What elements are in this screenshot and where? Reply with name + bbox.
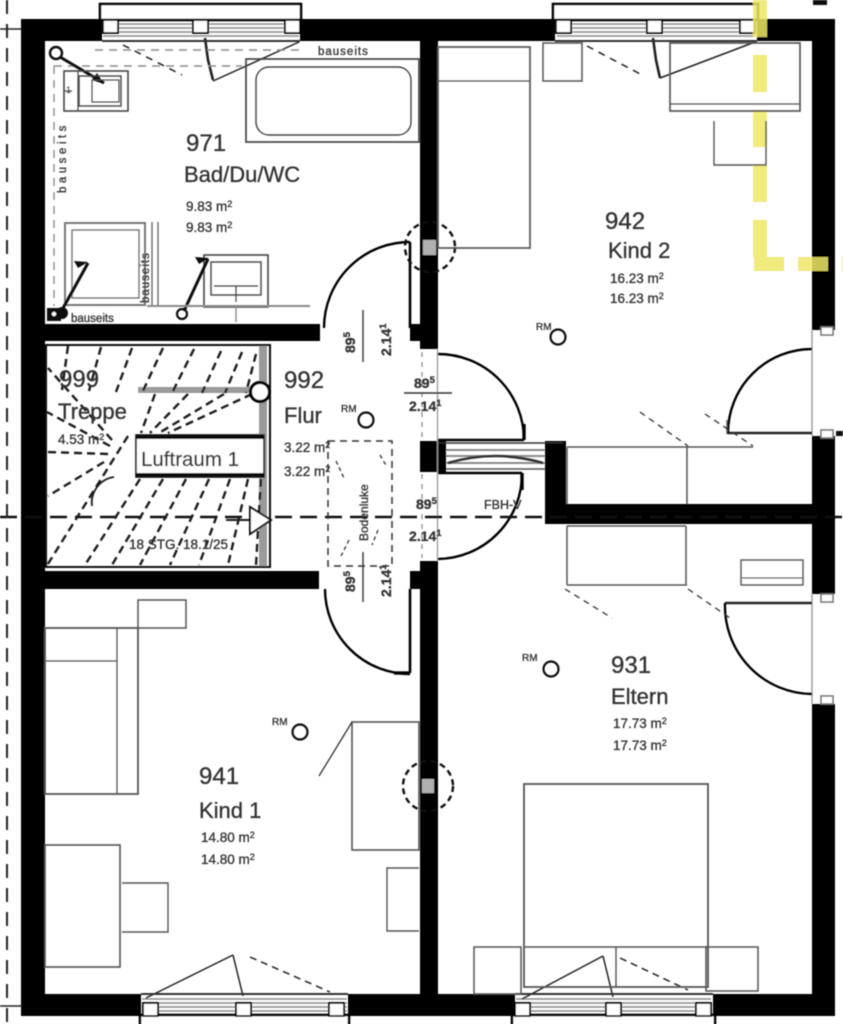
svg-text:3.22 m2: 3.22 m2 [284,440,330,455]
svg-text:16.23 m2: 16.23 m2 [610,271,664,286]
svg-text:17.73 m2: 17.73 m2 [613,738,667,753]
svg-text:9.83 m2: 9.83 m2 [186,199,232,214]
svg-text:RM: RM [341,404,357,415]
svg-text:16.23 m2: 16.23 m2 [610,291,664,306]
svg-text:Treppe: Treppe [58,399,127,424]
svg-text:Bodenluke: Bodenluke [357,484,371,541]
svg-text:14.80 m2: 14.80 m2 [201,852,255,867]
svg-text:bauseits: bauseits [71,313,114,325]
svg-text:Kind 1: Kind 1 [199,798,261,823]
svg-text:941: 941 [199,763,239,790]
svg-text:18 STG. 18.1/25: 18 STG. 18.1/25 [129,537,228,552]
svg-text:4.53 m2: 4.53 m2 [58,432,104,447]
svg-text:bauseits: bauseits [57,122,69,193]
svg-text:RM: RM [522,653,538,664]
svg-text:Bad/Du/WC: Bad/Du/WC [184,162,300,187]
svg-text:bauseits: bauseits [140,252,152,303]
svg-text:992: 992 [284,367,324,394]
svg-text:RM: RM [536,322,552,333]
svg-text:971: 971 [186,130,226,157]
svg-text:14.80 m2: 14.80 m2 [201,830,255,845]
svg-text:17.73 m2: 17.73 m2 [613,716,667,731]
svg-text:RM: RM [272,717,288,728]
svg-text:2.141: 2.141 [409,528,442,544]
svg-text:Eltern: Eltern [611,684,668,709]
svg-text:2.141: 2.141 [378,323,394,356]
svg-text:FBH-V: FBH-V [484,498,522,512]
svg-text:2.141: 2.141 [378,564,394,597]
svg-text:2.141: 2.141 [409,398,442,414]
svg-text:Kind 2: Kind 2 [608,238,670,263]
svg-text:3.22 m2: 3.22 m2 [284,464,330,479]
svg-text:942: 942 [605,208,645,235]
svg-text:9.83 m2: 9.83 m2 [186,220,232,235]
svg-text:1: 1 [66,85,71,95]
svg-text:931: 931 [611,652,651,679]
svg-text:Luftraum 1: Luftraum 1 [141,448,239,471]
svg-text:999: 999 [59,366,99,393]
svg-text:Flur: Flur [284,403,322,428]
svg-text:bauseits: bauseits [318,46,369,58]
